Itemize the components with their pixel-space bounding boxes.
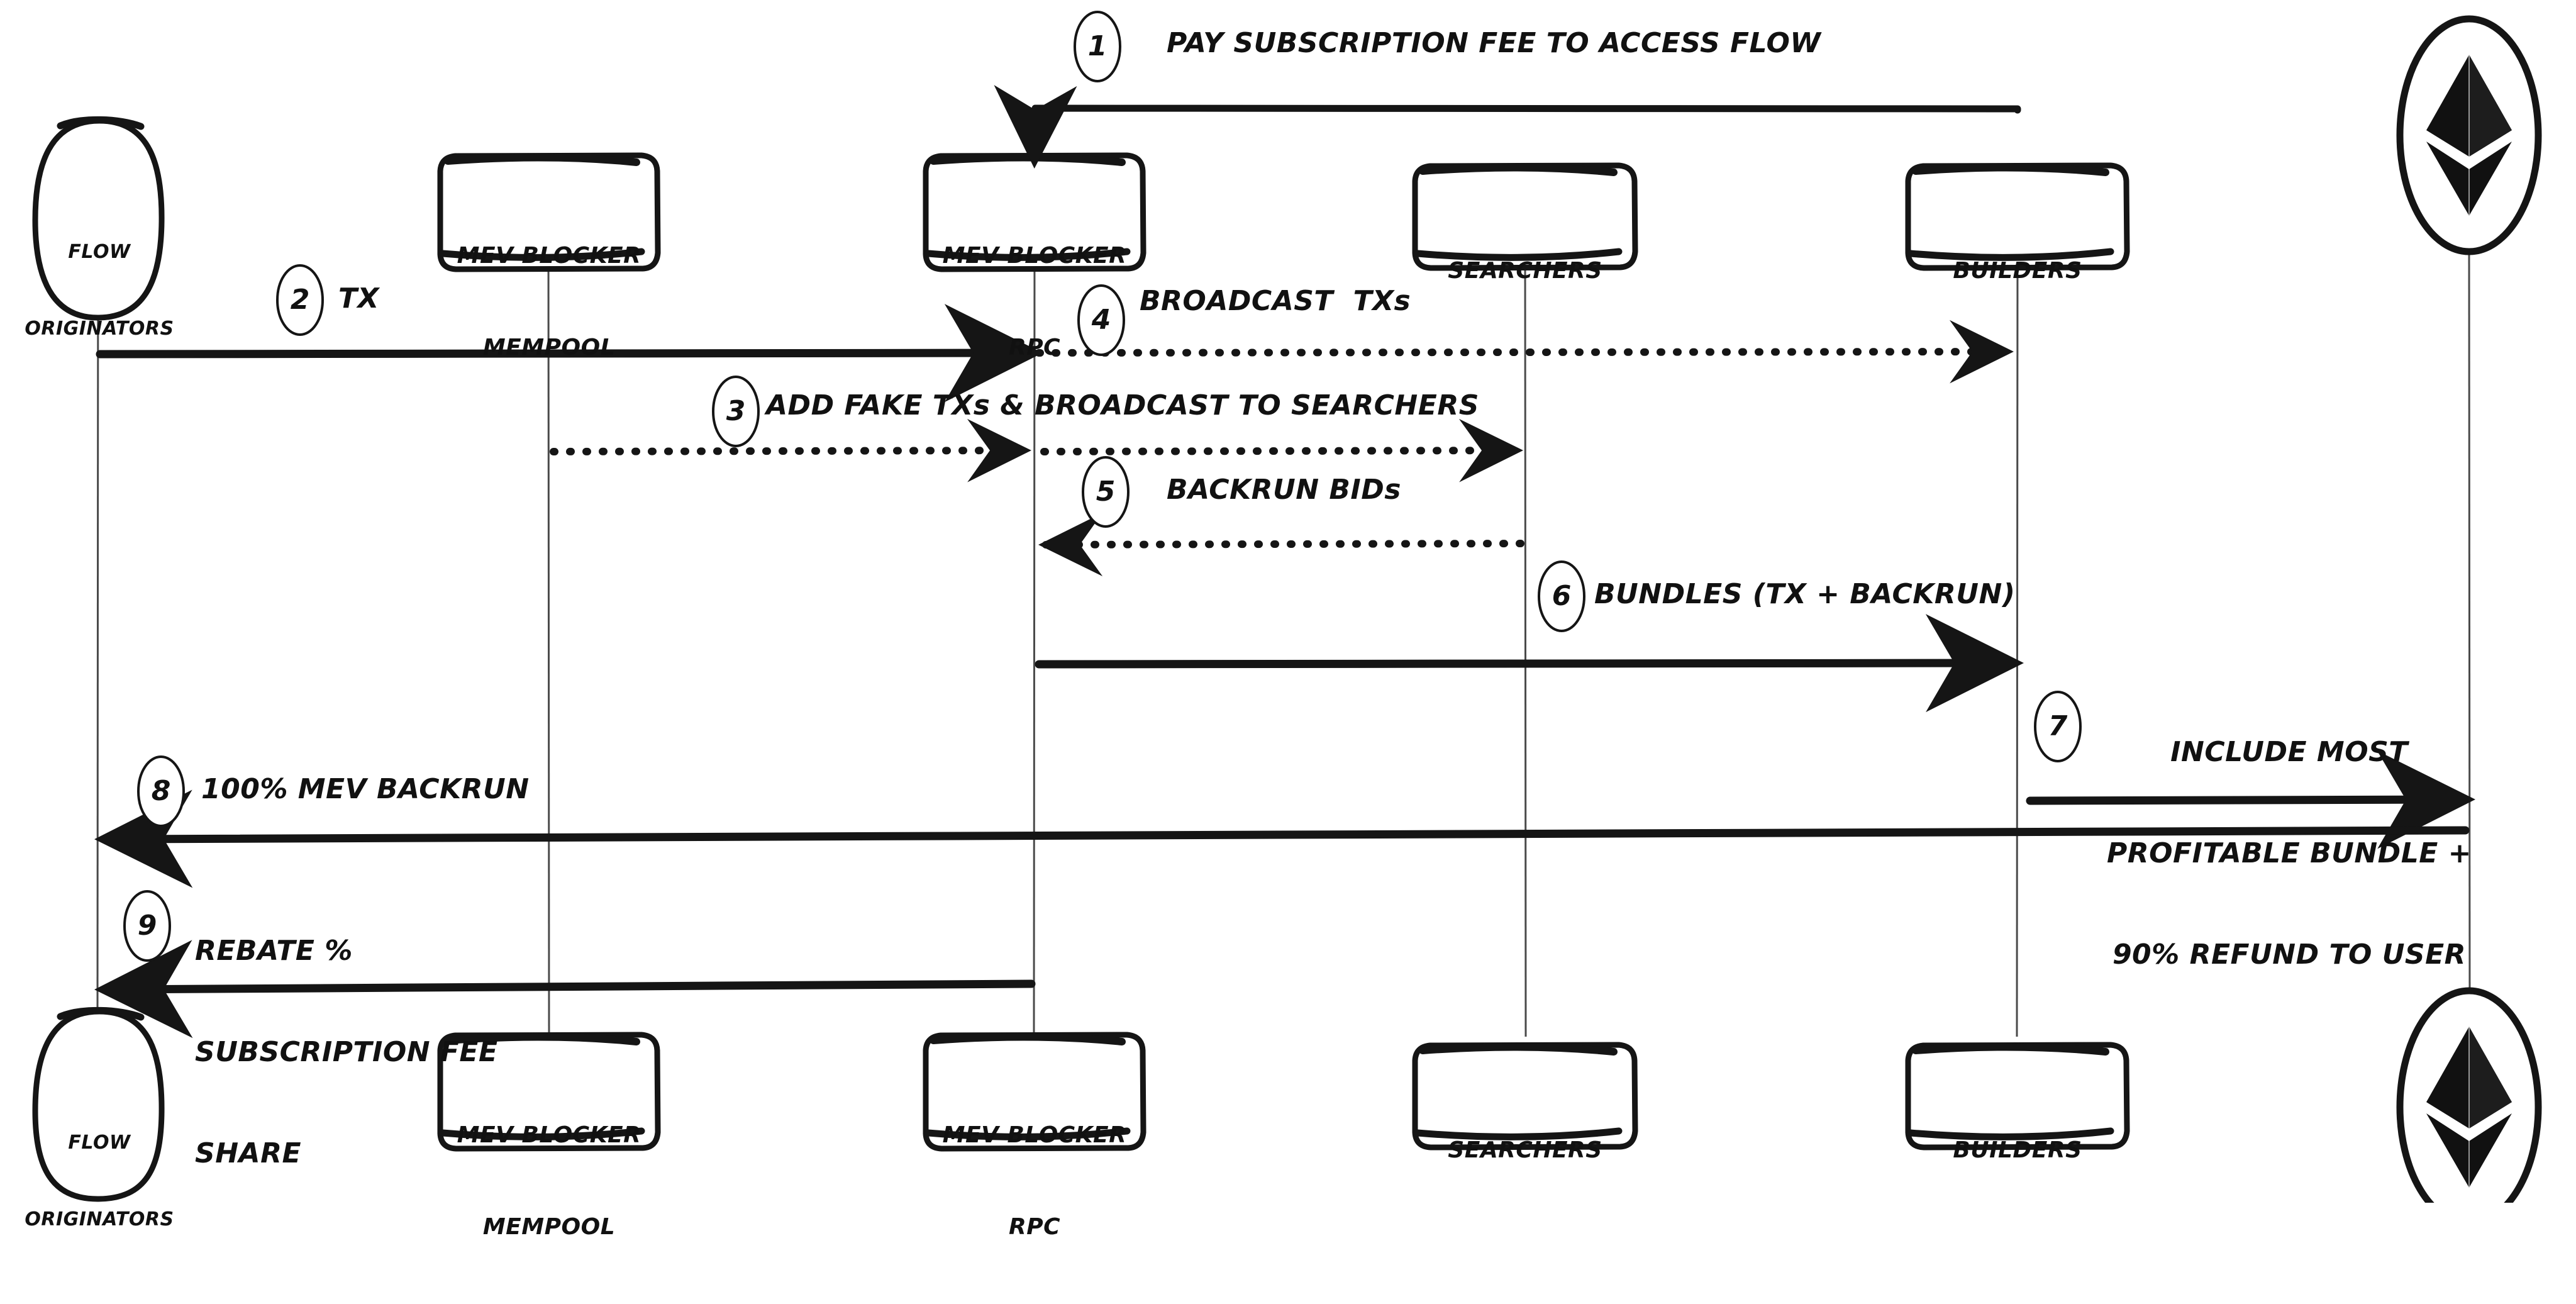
step-number-7: 7 [2048, 710, 2068, 742]
ethereum-icon [2426, 1027, 2512, 1188]
message-arrow-6 [1035, 614, 2024, 713]
lifeline-ethereum [2468, 251, 2471, 1018]
message-label-2: TX [338, 282, 379, 315]
sequence-diagram-canvas: FLOW ORIGINATORS MEV BLOCKER MEMPOOL MEV… [23, 11, 2542, 1240]
participant-shape-mev-blocker-rpc-bottom [923, 1032, 1146, 1152]
lifeline-builders [2016, 245, 2019, 1037]
label-line-1: FLOW [68, 241, 131, 263]
lifeline-mev-blocker-mempool [547, 233, 550, 1036]
participant-label-mev-blocker-rpc-top: MEV BLOCKER RPC [926, 180, 1143, 425]
message-label-1: PAY SUBSCRIPTION FEE TO ACCESS FLOW [1167, 27, 1821, 59]
step-number-9: 9 [137, 910, 157, 942]
step-badge-6 [1538, 560, 1585, 632]
participant-label-flow-originators-top: FLOW ORIGINATORS [23, 189, 176, 393]
message-arrow-7 [2026, 750, 2475, 849]
label-line-1: SEARCHERS [1448, 258, 1602, 284]
step-badge-2 [276, 264, 324, 336]
label-line-1: MEV BLOCKER [457, 243, 641, 269]
message-label-9: REBATE % SUBSCRIPTION FEE SHARE [195, 867, 498, 1238]
label-line-1: BUILDERS [1953, 1137, 2082, 1164]
message-arrow-4 [1035, 320, 2014, 384]
participant-label-searchers-bottom: SEARCHERS [1415, 1074, 1635, 1227]
participant-shape-flow-originators-top [32, 116, 165, 321]
message-arrow-3 [550, 418, 1031, 482]
label-line-1: SEARCHERS [1448, 1137, 1602, 1164]
participant-shape-builders-top [1905, 162, 2130, 271]
step-number-1: 1 [1087, 30, 1108, 62]
step-badge-8 [137, 755, 185, 827]
step-badge-4 [1077, 284, 1125, 356]
message-label-7-line-1: INCLUDE MOST [2170, 736, 2408, 769]
participant-shape-mev-blocker-mempool-bottom [437, 1032, 661, 1152]
step-number-badges [123, 11, 2082, 962]
label-line-1: MEV BLOCKER [942, 243, 1127, 269]
participant-shape-builders-bottom [1905, 1042, 2130, 1151]
step-number-2: 2 [290, 284, 310, 316]
step-badge-1 [1074, 11, 1121, 82]
step-number-6: 6 [1552, 580, 1572, 612]
participant-label-searchers-top: SEARCHERS [1415, 195, 1635, 348]
message-label-5: BACKRUN BIDs [1167, 474, 1401, 506]
participant-label-builders-top: BUILDERS [1908, 195, 2127, 348]
participant-label-mev-blocker-rpc-bottom: MEV BLOCKER RPC [926, 1059, 1143, 1304]
participant-shape-mev-blocker-mempool-top [437, 152, 661, 272]
participant-label-flow-originators-bottom: FLOW ORIGINATORS [23, 1079, 176, 1283]
participant-shape-ethereum-bottom [2396, 987, 2542, 1203]
step-number-3: 3 [726, 395, 746, 427]
diagram-vector-layer [32, 11, 2542, 1203]
label-line-1: FLOW [68, 1132, 131, 1154]
label-line-2: ORIGINATORS [25, 317, 174, 340]
participant-shape-searchers-bottom [1412, 1042, 1638, 1151]
label-line-2: ORIGINATORS [25, 1208, 174, 1230]
message-arrow-3b [1040, 418, 1523, 482]
message-label-7: INCLUDE MOST PROFITABLE BUNDLE + 90% REF… [2082, 668, 2497, 1039]
message-label-3: ADD FAKE TXs & BROADCAST TO SEARCHERS [766, 389, 1479, 421]
participant-label-mev-blocker-mempool-top: MEV BLOCKER MEMPOOL [440, 180, 658, 425]
message-arrow-5 [1038, 513, 1524, 577]
message-arrow-2 [96, 304, 1043, 403]
message-label-7-line-3: 90% REFUND TO USER [2112, 939, 2467, 971]
step-badge-5 [1082, 456, 1130, 528]
message-label-9-line-2: SUBSCRIPTION FEE [195, 1036, 498, 1069]
message-label-9-line-3: SHARE [195, 1137, 302, 1170]
step-number-8: 8 [151, 775, 171, 807]
label-line-1: MEV BLOCKER [457, 1122, 641, 1149]
ethereum-icon [2426, 55, 2512, 216]
message-arrow-9 [94, 940, 1036, 1039]
participant-shape-searchers-top [1412, 162, 1638, 271]
message-label-8: 100% MEV BACKRUN [201, 773, 530, 805]
message-label-7-line-2: PROFITABLE BUNDLE + [2107, 837, 2472, 870]
step-badge-7 [2034, 691, 2082, 762]
step-badge-9 [123, 890, 171, 962]
participant-label-builders-bottom: BUILDERS [1908, 1074, 2127, 1227]
lifeline-searchers [1524, 245, 1527, 1037]
message-label-4: BROADCAST TXs [1140, 285, 1411, 317]
label-line-2: MEMPOOL [482, 334, 616, 360]
message-label-9-line-1: REBATE % [195, 935, 353, 967]
message-arrow-8 [94, 789, 2470, 888]
participant-shape-ethereum-top [2396, 15, 2542, 255]
step-number-4: 4 [1091, 304, 1111, 336]
label-line-1: BUILDERS [1953, 258, 2082, 284]
step-number-5: 5 [1096, 476, 1116, 508]
label-line-2: RPC [1008, 334, 1061, 360]
step-badge-3 [712, 376, 760, 447]
message-arrow-1 [994, 85, 2021, 169]
message-label-6: BUNDLES (TX + BACKRUN) [1594, 578, 2016, 610]
label-line-1: MEV BLOCKER [942, 1122, 1127, 1149]
label-line-2: RPC [1008, 1213, 1061, 1240]
